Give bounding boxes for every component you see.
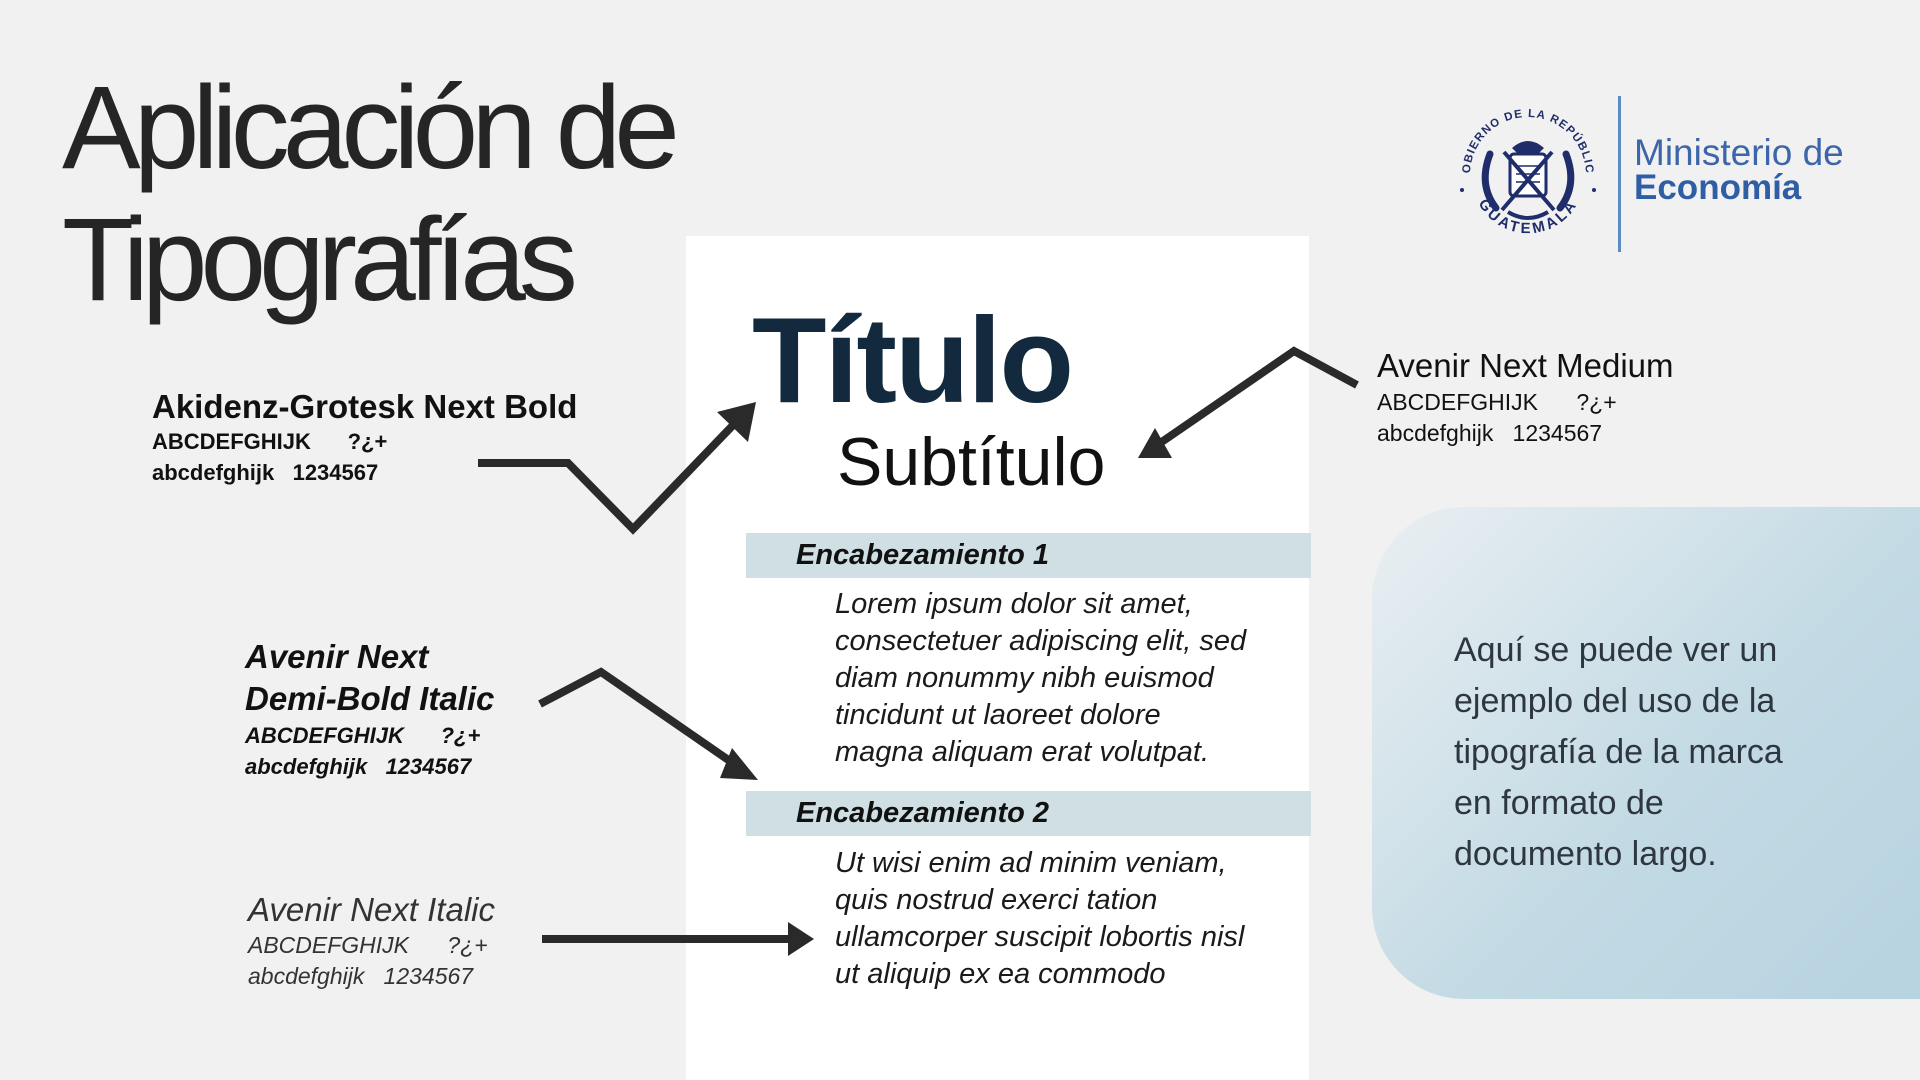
font-sample-avenir-demibold-italic: Avenir Next Demi-Bold Italic ABCDEFGHIJK… — [245, 636, 494, 782]
ministry-name-line-1: Ministerio de — [1634, 132, 1844, 173]
heading-2-text: Encabezamiento 2 — [796, 797, 1050, 829]
callout-line: Aquí se puede ver un — [1454, 631, 1778, 669]
font-uppercase-sample: ABCDEFGHIJK ?¿+ — [1377, 389, 1617, 415]
logo-divider — [1618, 96, 1621, 252]
body-paragraph-1: Lorem ipsum dolor sit amet, consectetuer… — [835, 586, 1305, 771]
font-name: Avenir Next Italic — [248, 891, 495, 928]
callout-line: en formato de — [1454, 784, 1664, 822]
font-lowercase-sample: abcdefghijk 1234567 — [245, 754, 472, 779]
body-1-line: Lorem ipsum dolor sit amet, — [835, 588, 1193, 620]
arrow-to-title — [478, 417, 741, 535]
arrow-to-subtitle — [1147, 346, 1359, 454]
callout-line: ejemplo del uso de la — [1454, 682, 1776, 720]
font-name: Akidenz-Grotesk Next Bold — [152, 388, 578, 425]
font-uppercase-sample: ABCDEFGHIJK ?¿+ — [152, 429, 388, 454]
font-uppercase-sample: ABCDEFGHIJK ?¿+ — [245, 723, 481, 748]
arrow-head-subtitle — [1138, 428, 1172, 458]
arrow-to-heading-1 — [538, 667, 743, 772]
font-uppercase-sample: ABCDEFGHIJK ?¿+ — [248, 932, 488, 958]
document-subtitle: Subtítulo — [837, 424, 1106, 500]
ministry-logo: GOBIERNO DE LA REPÚBLICA GUATEMALA Minis… — [1448, 90, 1868, 260]
coat-of-arms-seal-icon: GOBIERNO DE LA REPÚBLICA GUATEMALA — [1448, 90, 1596, 237]
heading-band-1: Encabezamiento 1 — [746, 533, 1311, 578]
arrow-head-heading-1 — [720, 748, 758, 780]
arrow-head-body-2 — [788, 922, 814, 956]
font-lowercase-sample: abcdefghijk 1234567 — [152, 460, 379, 485]
font-sample-akidenz-bold: Akidenz-Grotesk Next Bold ABCDEFGHIJK ?¿… — [152, 388, 577, 488]
font-name-line-1: Avenir Next — [245, 638, 429, 675]
body-2-line: ullamcorper suscipit lobortis nisl — [835, 921, 1245, 953]
arrow-head-title — [717, 402, 756, 442]
body-paragraph-2: Ut wisi enim ad minim veniam, quis nostr… — [835, 845, 1305, 993]
body-1-line: consectetuer adipiscing elit, sed — [835, 625, 1247, 657]
font-sample-avenir-medium: Avenir Next Medium ABCDEFGHIJK ?¿+ abcde… — [1377, 345, 1674, 449]
font-lowercase-sample: abcdefghijk 1234567 — [248, 963, 474, 989]
font-lowercase-sample: abcdefghijk 1234567 — [1377, 420, 1603, 446]
document-title: Título — [752, 292, 1074, 428]
callout-line: documento largo. — [1454, 835, 1717, 873]
body-1-line: tincidunt ut laoreet dolore — [835, 699, 1161, 731]
body-1-line: diam nonummy nibh euismod — [835, 662, 1214, 694]
callout-text: Aquí se puede ver un ejemplo del uso de … — [1454, 625, 1783, 880]
slide-title-line-1: Aplicación de — [62, 62, 680, 194]
heading-1-text: Encabezamiento 1 — [796, 539, 1050, 571]
callout-line: tipografía de la marca — [1454, 733, 1783, 771]
body-2-line: quis nostrud exerci tation — [835, 884, 1158, 916]
font-sample-avenir-italic: Avenir Next Italic ABCDEFGHIJK ?¿+ abcde… — [248, 890, 495, 992]
body-2-line: ut aliquip ex ea commodo — [835, 958, 1166, 990]
heading-band-2: Encabezamiento 2 — [746, 791, 1311, 836]
slide-title: Aplicación de Tipografías — [62, 62, 680, 326]
body-2-line: Ut wisi enim ad minim veniam, — [835, 847, 1227, 879]
ministry-name-line-2: Economía — [1634, 168, 1802, 207]
font-name-line-2: Demi-Bold Italic — [245, 680, 495, 717]
body-1-line: magna aliquam erat volutpat. — [835, 736, 1209, 768]
font-name: Avenir Next Medium — [1377, 347, 1674, 384]
explanation-callout: Aquí se puede ver un ejemplo del uso de … — [1372, 507, 1920, 999]
slide-title-line-2: Tipografías — [62, 194, 578, 326]
